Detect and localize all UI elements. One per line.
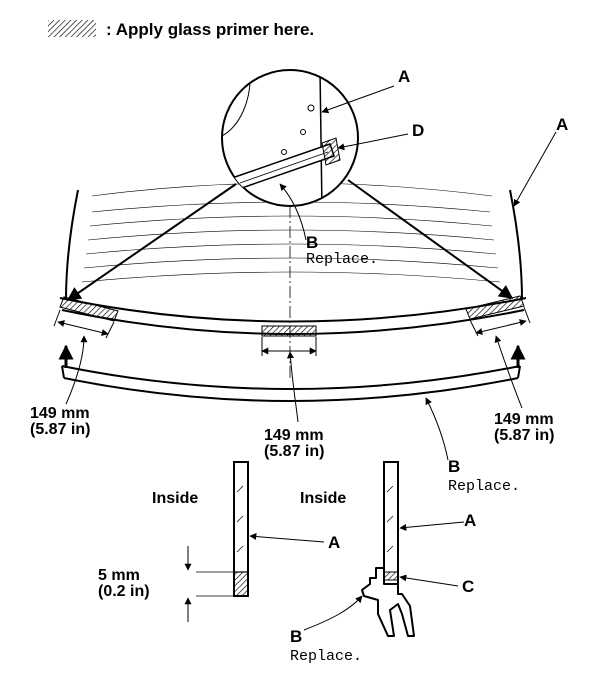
molding-strip-bottom	[63, 377, 519, 402]
dim-right-arrow	[475, 319, 527, 335]
dim-right-in: (5.87 in)	[494, 427, 554, 444]
zoom-glass-edge	[319, 70, 323, 206]
leader-d	[337, 133, 409, 151]
up-arrows	[58, 344, 526, 368]
zoom-leader-right	[347, 179, 514, 299]
molding-strip-top	[61, 365, 521, 390]
label-b-molding: B	[448, 457, 460, 476]
dim-center-in: (5.87 in)	[264, 443, 324, 460]
zoom-adhesive-patch-d	[321, 137, 341, 166]
leader-a-zoom	[321, 85, 395, 114]
depth-in: (0.2 in)	[98, 583, 150, 600]
label-b-zoom: B	[306, 233, 318, 252]
dim-center-mm: 149 mm	[264, 427, 324, 444]
leader-a-right-section	[399, 521, 465, 531]
dim-right-mm: 149 mm	[494, 411, 554, 428]
right-pillar	[509, 189, 523, 301]
labels: A D A B Replace. 149 mm (5.87 in) 149 mm…	[30, 67, 568, 665]
legend: : Apply glass primer here.	[48, 20, 314, 39]
leader-c	[399, 574, 459, 587]
leader-a-pillar	[513, 131, 557, 207]
window-top-view	[59, 182, 527, 402]
molding-profile	[361, 567, 415, 637]
primer-patches	[59, 295, 525, 337]
label-a-left-section: A	[328, 533, 340, 552]
label-inside-right: Inside	[300, 490, 346, 507]
dimension-leaders	[65, 335, 523, 423]
primer-patch-left	[59, 296, 119, 322]
leader-a-left-section	[249, 533, 325, 543]
label-d: D	[412, 121, 424, 140]
legend-text: : Apply glass primer here.	[106, 20, 314, 39]
zoom-detail	[221, 69, 359, 207]
zoom-callout-leaders	[279, 85, 557, 461]
label-replace-section: Replace.	[290, 648, 362, 665]
label-a-right-section: A	[464, 511, 476, 530]
primer-band	[233, 571, 249, 597]
leader-b-molding	[425, 397, 449, 461]
leader-b-section	[303, 595, 363, 631]
adhesive-c	[383, 571, 399, 581]
left-pillar	[65, 189, 79, 301]
depth-mm: 5 mm	[98, 567, 140, 584]
defroster-lines	[81, 201, 501, 283]
glass-bottom-edge	[59, 297, 527, 323]
dim-left-in: (5.87 in)	[30, 421, 90, 438]
zoom-leader-left	[66, 183, 237, 301]
label-a-zoom: A	[398, 67, 410, 86]
primer-patch-center	[261, 325, 317, 337]
section-primer-detail	[184, 461, 325, 622]
label-c: C	[462, 577, 474, 596]
label-a-pillar: A	[556, 115, 568, 134]
zoom-leaders	[66, 179, 514, 301]
primer-patch-right	[465, 295, 525, 320]
label-b-section: B	[290, 627, 302, 646]
label-replace-zoom: Replace.	[306, 251, 378, 268]
dim-left-mm: 149 mm	[30, 405, 90, 422]
label-inside-left: Inside	[152, 490, 198, 507]
hatch-legend-swatch	[48, 20, 96, 37]
leader-b-zoom	[279, 183, 307, 241]
dim-left-arrow	[57, 320, 109, 336]
top-dimensions	[53, 306, 531, 356]
label-replace-molding: Replace.	[448, 478, 520, 495]
section-molding-detail	[303, 461, 465, 637]
